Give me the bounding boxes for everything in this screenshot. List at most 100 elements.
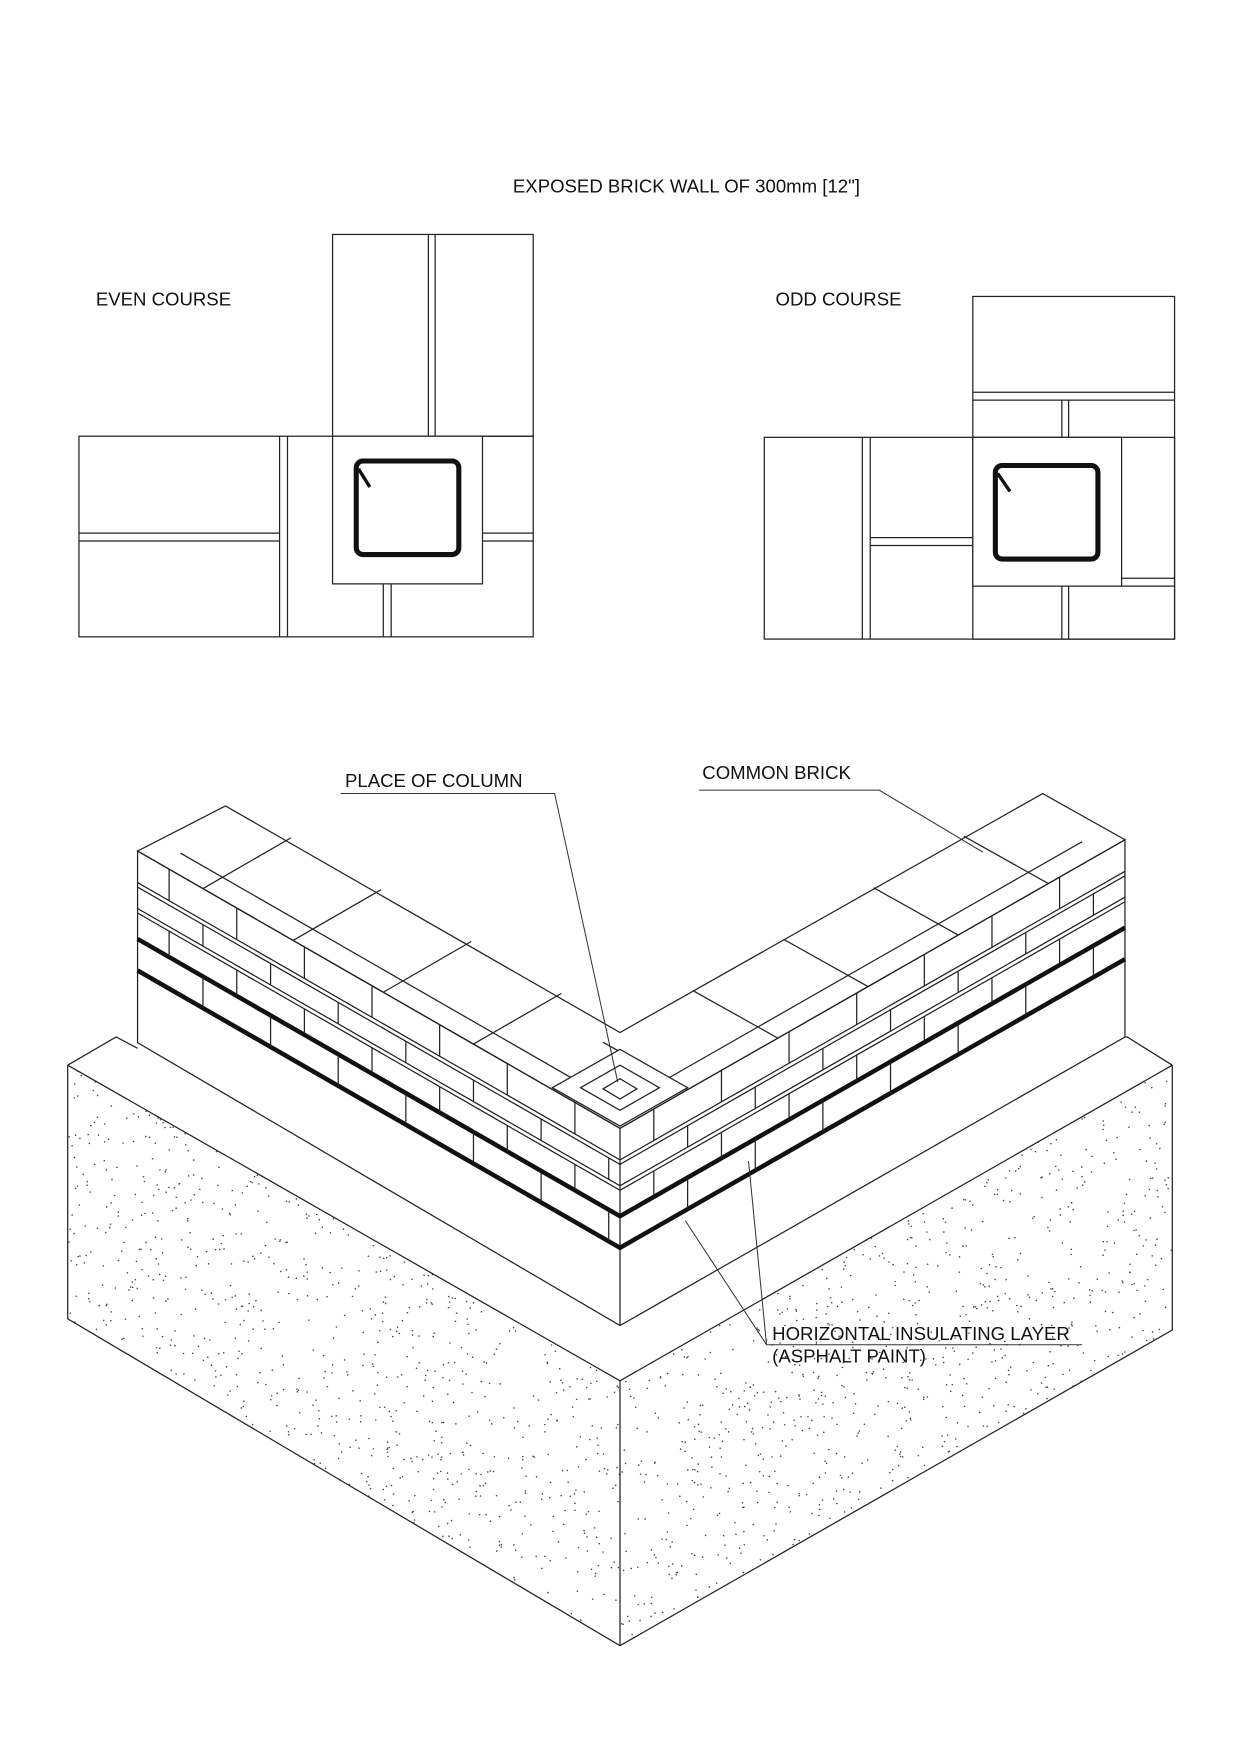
stipple-dot — [1164, 1179, 1166, 1181]
stipple-dot — [1083, 1181, 1086, 1183]
stipple-dot — [967, 1358, 969, 1361]
stipple-dot — [643, 1481, 646, 1483]
stipple-dot — [383, 1406, 386, 1409]
stipple-dot — [762, 1475, 765, 1477]
stipple-dot — [1152, 1338, 1155, 1340]
stipple-dot — [191, 1352, 194, 1355]
stipple-dot — [996, 1193, 999, 1196]
stipple-dot — [251, 1181, 253, 1184]
stipple-dot — [961, 1394, 964, 1397]
stipple-dot — [1010, 1189, 1013, 1192]
stipple-dot — [844, 1264, 846, 1267]
stipple-dot — [1116, 1136, 1118, 1139]
stipple-dot — [756, 1490, 758, 1492]
stipple-dot — [646, 1561, 649, 1564]
stipple-dot — [1027, 1294, 1029, 1296]
stipple-dot — [329, 1271, 331, 1274]
stipple-dot — [326, 1385, 329, 1388]
stipple-dot — [549, 1381, 552, 1383]
stipple-dot — [201, 1289, 203, 1291]
odd-course-label: ODD COURSE — [776, 288, 902, 309]
stipple-dot — [847, 1476, 850, 1478]
stipple-dot — [776, 1501, 778, 1503]
stipple-dot — [577, 1546, 580, 1549]
stipple-dot — [1053, 1388, 1055, 1390]
stipple-dot — [388, 1446, 390, 1449]
stipple-dot — [908, 1378, 911, 1381]
stipple-dot — [1033, 1215, 1036, 1218]
stipple-dot — [636, 1427, 639, 1430]
stipple-dot — [579, 1619, 582, 1621]
stipple-dot — [650, 1615, 652, 1618]
stipple-dot — [941, 1435, 943, 1437]
stipple-dot — [1155, 1142, 1158, 1145]
stipple-dot — [721, 1440, 724, 1443]
stipple-dot — [164, 1170, 167, 1173]
stipple-dot — [416, 1410, 418, 1413]
stipple-dot — [160, 1238, 163, 1240]
stipple-dot — [907, 1220, 910, 1222]
stipple-dot — [1157, 1195, 1159, 1198]
stipple-dot — [629, 1395, 632, 1398]
stipple-dot — [155, 1346, 158, 1349]
stipple-dot — [708, 1436, 711, 1439]
stipple-dot — [521, 1532, 524, 1535]
stipple-dot — [761, 1426, 764, 1429]
stipple-dot — [524, 1515, 526, 1517]
stipple-dot — [759, 1453, 762, 1455]
stipple-dot — [799, 1398, 801, 1400]
stipple-dot — [264, 1328, 266, 1330]
stipple-dot — [1123, 1221, 1126, 1223]
stipple-dot — [318, 1409, 320, 1412]
stipple-dot — [724, 1544, 726, 1546]
stipple-dot — [255, 1299, 257, 1302]
stipple-dot — [110, 1311, 112, 1313]
stipple-dot — [187, 1246, 189, 1249]
stipple-dot — [218, 1166, 220, 1169]
stipple-dot — [920, 1359, 922, 1361]
stipple-dot — [1019, 1193, 1022, 1195]
stipple-dot — [802, 1284, 804, 1287]
stipple-dot — [109, 1223, 112, 1225]
stipple-dot — [210, 1292, 213, 1294]
stipple-dot — [74, 1134, 77, 1136]
stipple-dot — [729, 1323, 731, 1326]
stipple-dot — [169, 1344, 172, 1346]
stipple-dot — [1068, 1327, 1070, 1329]
stipple-dot — [653, 1462, 656, 1464]
stipple-dot — [572, 1415, 575, 1418]
stipple-dot — [869, 1357, 872, 1359]
stipple-dot — [681, 1348, 683, 1351]
stipple-dot — [376, 1384, 379, 1386]
stipple-dot — [332, 1283, 334, 1286]
stipple-dot — [495, 1348, 498, 1350]
stipple-dot — [687, 1418, 690, 1421]
stipple-dot — [805, 1493, 808, 1496]
mortar-joint — [137, 875, 1126, 1166]
stipple-dot — [306, 1217, 308, 1219]
stipple-dot — [828, 1288, 830, 1290]
stipple-dot — [213, 1384, 216, 1387]
stipple-dot — [475, 1490, 478, 1493]
stipple-dot — [820, 1394, 823, 1397]
stipple-dot — [1149, 1137, 1151, 1139]
stipple-dot — [936, 1265, 939, 1267]
stipple-dot — [817, 1377, 819, 1379]
stipple-dot — [606, 1396, 608, 1398]
stipple-dot — [532, 1395, 535, 1397]
stipple-dot — [654, 1412, 657, 1415]
stipple-dot — [215, 1150, 218, 1153]
stipple-dot — [168, 1149, 171, 1151]
stipple-dot — [671, 1541, 673, 1543]
stipple-dot — [1164, 1105, 1166, 1107]
stipple-dot — [151, 1212, 154, 1214]
stipple-dot — [1041, 1196, 1043, 1199]
stipple-dot — [1148, 1124, 1150, 1127]
stipple-dot — [941, 1445, 944, 1447]
stipple-dot — [630, 1567, 633, 1570]
stipple-dot — [590, 1568, 593, 1571]
stipple-dot — [1088, 1289, 1091, 1291]
stipple-dot — [738, 1397, 740, 1400]
stipple-dot — [95, 1328, 98, 1331]
stipple-dot — [176, 1136, 178, 1138]
